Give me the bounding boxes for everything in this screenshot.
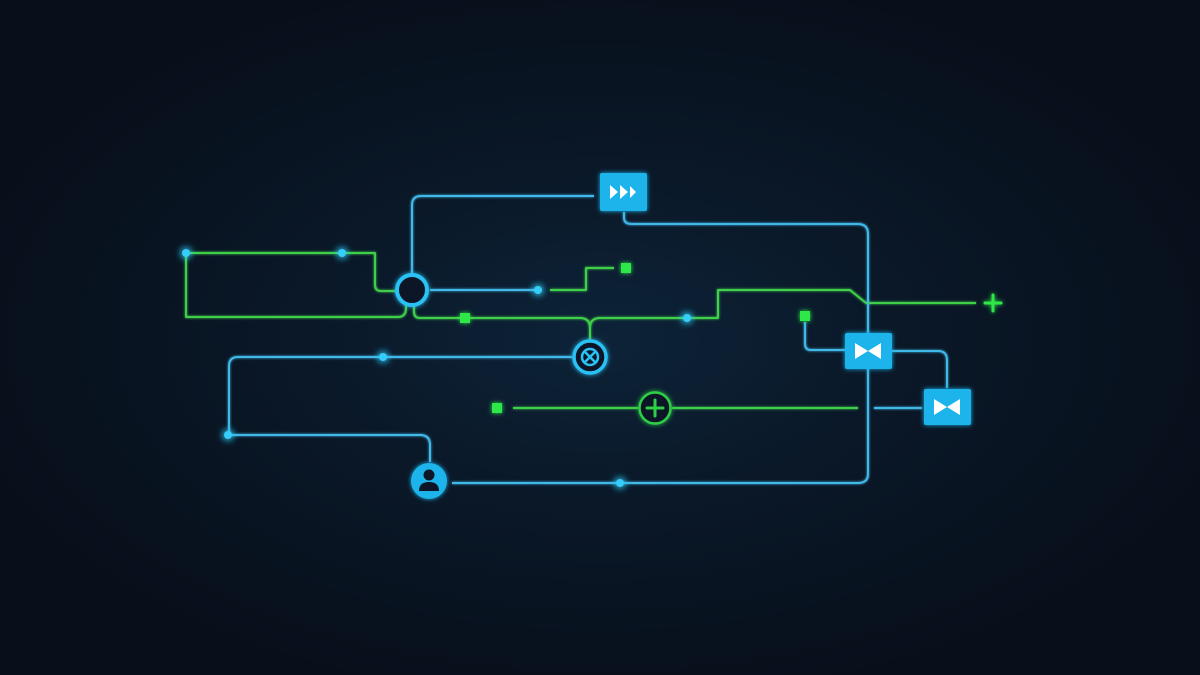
cross-circle-icon[interactable] — [572, 339, 608, 375]
bowtie-icon[interactable] — [845, 333, 892, 369]
blue-dot — [224, 431, 232, 439]
blue-dot — [182, 249, 190, 257]
wire-green-mid — [413, 289, 976, 342]
blue-dot — [379, 353, 387, 361]
green-square-node — [460, 313, 470, 323]
wire-green-left-loop — [185, 252, 407, 318]
blue-dot — [338, 249, 346, 257]
blue-dot — [616, 479, 624, 487]
blue-dot — [683, 314, 691, 322]
bowtie-icon[interactable] — [924, 389, 971, 425]
user-icon[interactable] — [411, 463, 447, 499]
fast-forward-icon[interactable] — [600, 173, 647, 211]
blue-dot — [534, 286, 542, 294]
wire-green-stub — [550, 267, 614, 291]
add-circle-icon[interactable] — [638, 391, 672, 425]
green-square-node — [492, 403, 502, 413]
wire-blue-top — [411, 195, 594, 274]
green-square-node — [800, 311, 810, 321]
wire-blue-bowtie — [804, 322, 948, 409]
wire-blue-left-branch — [228, 356, 572, 462]
plus-icon[interactable] — [983, 293, 1003, 313]
wire-blue-ff-right — [452, 212, 869, 484]
ring-node-icon[interactable] — [395, 273, 429, 307]
green-square-node — [621, 263, 631, 273]
